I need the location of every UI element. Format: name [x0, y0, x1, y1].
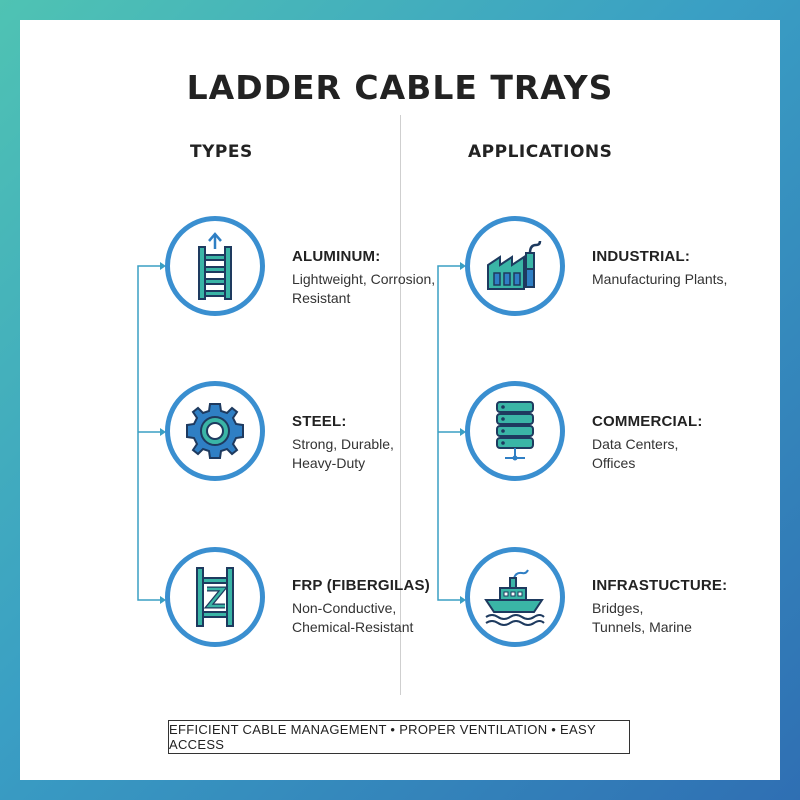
industrial-title: INDUSTRIAL: — [592, 248, 691, 265]
ship-icon — [484, 569, 545, 626]
steel-line-1: Strong, Durable, — [292, 436, 394, 452]
steel-label: STEEL: Strong, Durable, Heavy-Duty — [292, 413, 394, 473]
infrastructure-label: INFRASTUCTURE: Bridges, Tunnels, Marine — [592, 577, 727, 637]
industrial-circle — [465, 216, 565, 316]
page-title: LADDER CABLE TRAYS — [186, 68, 614, 107]
arrowhead — [160, 596, 166, 604]
steel-line-2: Heavy-Duty — [292, 455, 366, 471]
industrial-line-1: Manufacturing Plants, — [592, 271, 728, 287]
commercial-title: COMMERCIAL: — [592, 413, 703, 430]
column-divider — [400, 115, 401, 695]
infrastructure-line-2: Tunnels, Marine — [592, 619, 692, 635]
aluminum-line-2: Resistant — [292, 290, 351, 306]
types-heading: TYPES — [190, 142, 253, 162]
arrowhead — [460, 596, 466, 604]
factory-icon — [487, 240, 542, 290]
frp-title: FRP (FIBERGILAS) — [292, 577, 430, 594]
aluminum-line-1: Lightweight, Corrosion, — [292, 271, 436, 287]
aluminum-circle — [165, 216, 265, 316]
server-rack-icon — [496, 401, 534, 461]
frp-ladder-icon — [196, 567, 234, 627]
frp-label: FRP (FIBERGILAS) Non-Conductive, Chemica… — [292, 577, 430, 637]
industrial-label: INDUSTRIAL: Manufacturing Plants, — [592, 248, 727, 289]
infrastructure-circle — [465, 547, 565, 647]
frp-line-2: Chemical-Resistant — [292, 619, 414, 635]
footer-banner: EFFICIENT CABLE MANAGEMENT • PROPER VENT… — [168, 720, 630, 754]
applications-bracket — [437, 265, 460, 601]
arrowhead — [160, 428, 166, 436]
types-bracket — [137, 265, 160, 601]
applications-heading: APPLICATIONS — [468, 142, 613, 162]
commercial-circle — [465, 381, 565, 481]
aluminum-title: ALUMINUM: — [292, 248, 381, 265]
infrastructure-line-1: Bridges, — [592, 600, 644, 616]
commercial-line-2: Offices — [592, 455, 636, 471]
arrowhead — [460, 262, 466, 270]
frp-line-1: Non-Conductive, — [292, 600, 397, 616]
commercial-line-1: Data Centers, — [592, 436, 679, 452]
aluminum-label: ALUMINUM: Lightweight, Corrosion, Resist… — [292, 248, 435, 308]
commercial-label: COMMERCIAL: Data Centers, Offices — [592, 413, 703, 473]
infrastructure-title: INFRASTUCTURE: — [592, 577, 728, 594]
gear-icon — [186, 403, 244, 459]
frp-circle — [165, 547, 265, 647]
arrowhead — [460, 428, 466, 436]
steel-circle — [165, 381, 265, 481]
ladder-up-arrow-icon — [198, 232, 232, 300]
bracket-connectors — [137, 262, 466, 604]
steel-title: STEEL: — [292, 413, 347, 430]
arrowhead — [160, 262, 166, 270]
infographic-panel: LADDER CABLE TRAYS TYPES APPLICATIONS — [20, 20, 780, 780]
